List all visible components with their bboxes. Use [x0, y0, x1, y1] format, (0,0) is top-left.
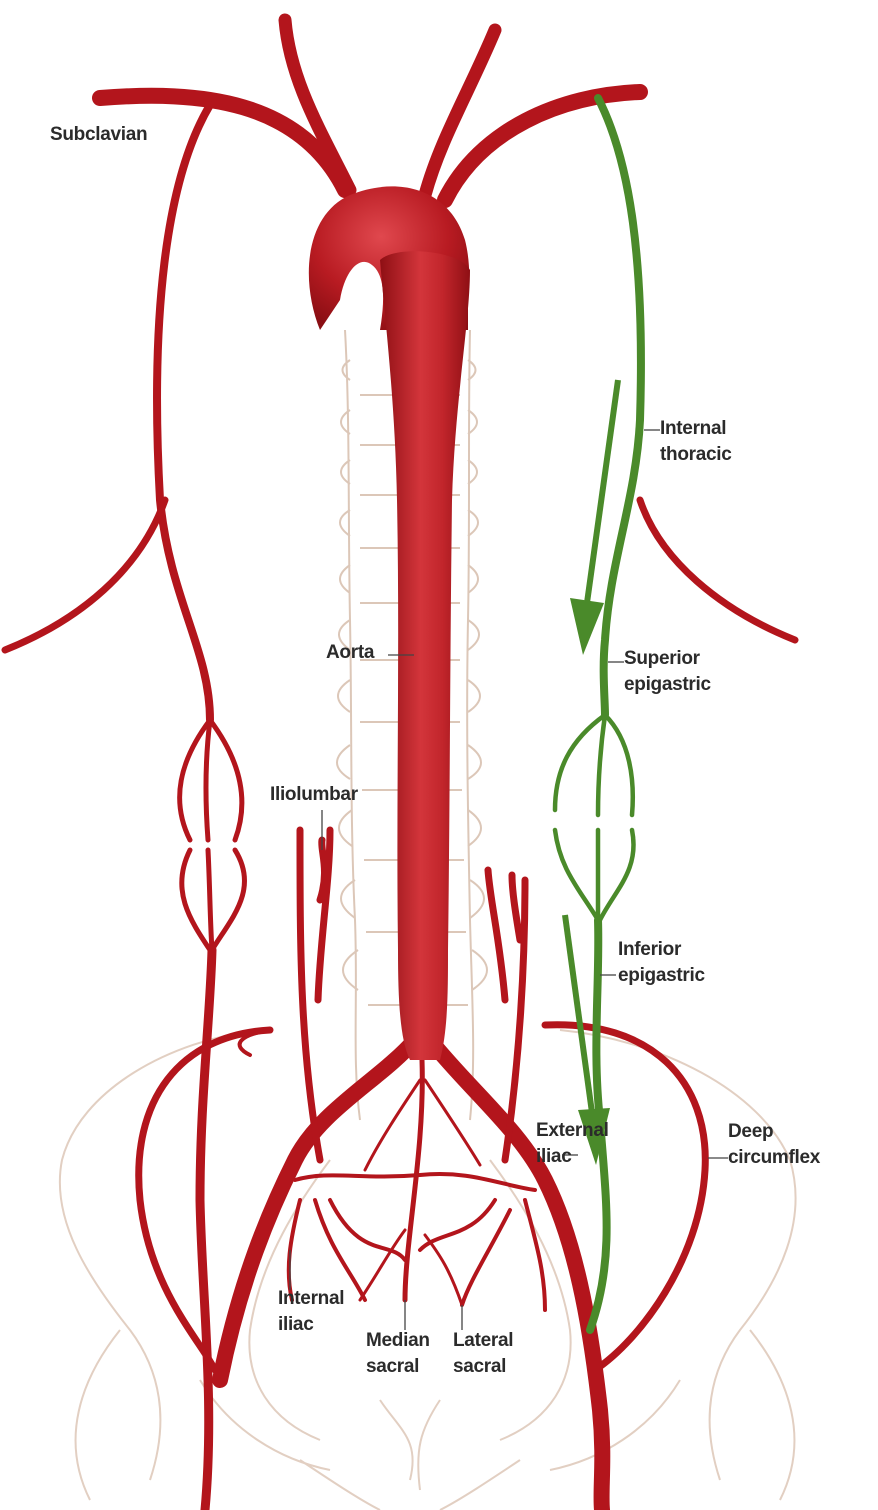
label-superior-epigastric: Superior epigastric: [624, 646, 711, 698]
flow-arrow-lower-head: [578, 1108, 610, 1165]
label-inferior-epigastric-line1: Inferior: [618, 939, 682, 960]
label-external-iliac-line1: External: [536, 1120, 609, 1141]
right-common-iliac: [422, 1032, 611, 1510]
left-musculophrenic: [1, 496, 169, 654]
label-median-sacral: Median sacral: [366, 1328, 430, 1380]
left-deep-circumflex: [135, 1026, 274, 1374]
label-iliolumbar-text: Iliolumbar: [270, 784, 358, 805]
right-deep-circumflex: [541, 1021, 709, 1374]
label-deep-circumflex-line1: Deep: [728, 1121, 774, 1142]
label-internal-iliac: Internal iliac: [278, 1286, 345, 1338]
label-superior-epigastric-line1: Superior: [624, 648, 700, 669]
label-aorta: Aorta: [326, 640, 374, 666]
right-internal-thoracic-green: [594, 94, 645, 719]
right-musculophrenic: [636, 496, 799, 644]
label-iliolumbar: Iliolumbar: [270, 782, 358, 808]
label-subclavian: Subclavian: [50, 122, 148, 148]
label-subclavian-text: Subclavian: [50, 124, 148, 145]
label-inferior-epigastric: Inferior epigastric: [618, 937, 705, 989]
right-common-carotid: [418, 23, 502, 202]
label-inferior-epigastric-line2: epigastric: [618, 965, 705, 986]
flow-arrow-lower: [562, 914, 596, 1121]
label-external-iliac: External iliac: [536, 1118, 609, 1170]
label-internal-iliac-line1: Internal: [278, 1288, 345, 1309]
label-internal-thoracic-line1: Internal: [660, 418, 727, 439]
label-median-sacral-line2: sacral: [366, 1356, 420, 1377]
label-deep-circumflex-line2: circumflex: [728, 1147, 821, 1168]
left-common-carotid: [278, 13, 357, 197]
flow-arrow-upper-head: [570, 598, 604, 655]
label-internal-iliac-line2: iliac: [278, 1314, 314, 1335]
label-lateral-sacral: Lateral sacral: [453, 1328, 514, 1380]
flow-arrow-upper: [583, 379, 621, 611]
label-internal-thoracic-line2: thoracic: [660, 444, 732, 465]
pelvis-outline: [58, 1029, 797, 1510]
flow-arrows: [562, 379, 621, 1165]
label-internal-thoracic: Internal thoracic: [660, 416, 732, 468]
left-subclavian-artery: [92, 87, 353, 198]
arteries: [1, 13, 799, 1510]
left-inferior-epigastric: [195, 945, 217, 1510]
left-common-iliac: [212, 1032, 423, 1388]
median-sacral-artery: [402, 1057, 425, 1303]
label-lateral-sacral-line1: Lateral: [453, 1330, 514, 1351]
label-superior-epigastric-line2: epigastric: [624, 674, 711, 695]
label-external-iliac-line2: iliac: [536, 1146, 572, 1167]
label-deep-circumflex: Deep circumflex: [728, 1119, 820, 1171]
leader-lines: [289, 429, 728, 1330]
aorta: [308, 186, 470, 1061]
label-median-sacral-line1: Median: [366, 1330, 430, 1351]
label-lateral-sacral-line2: sacral: [453, 1356, 507, 1377]
right-iliolumbar: [484, 866, 529, 1164]
descending-aorta: [380, 251, 470, 1061]
label-aorta-text: Aorta: [326, 642, 375, 663]
left-internal-thoracic: [153, 101, 214, 724]
right-subclavian-artery: [437, 84, 648, 208]
